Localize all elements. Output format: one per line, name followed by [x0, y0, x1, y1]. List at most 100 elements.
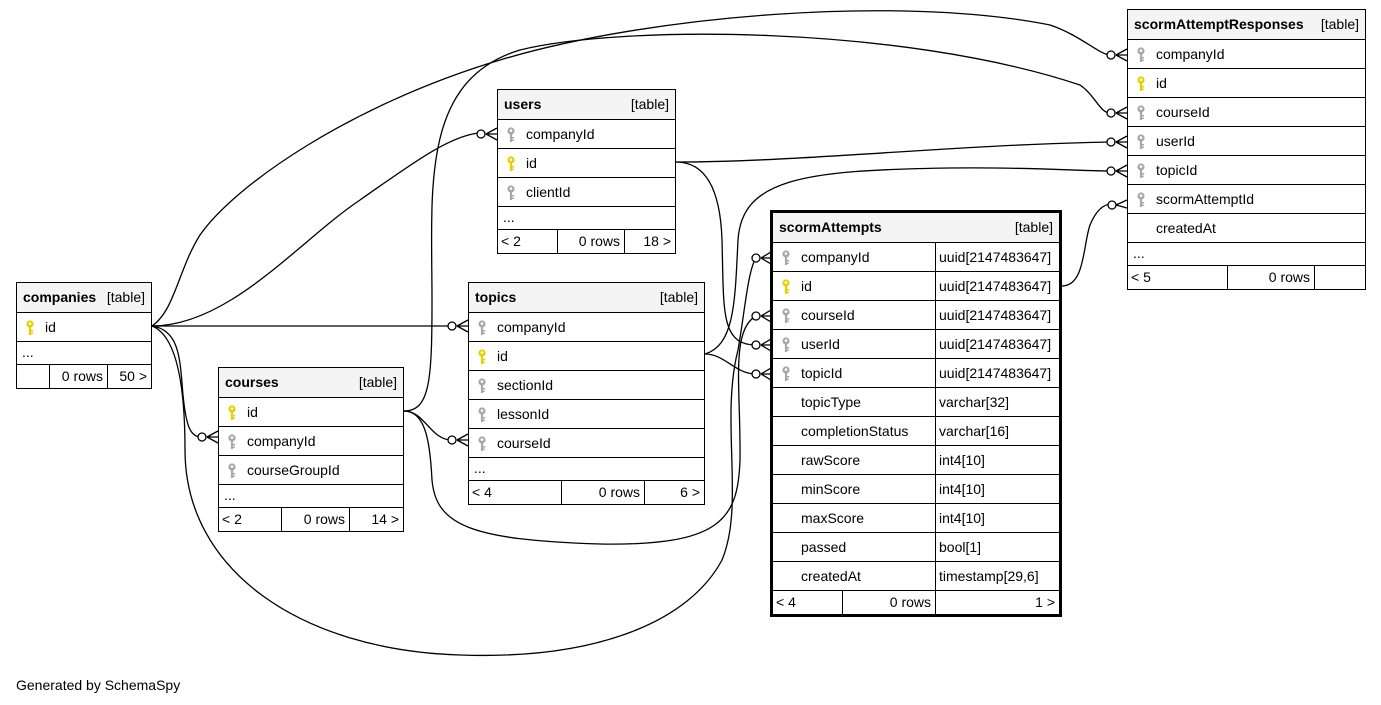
column-type: uuid[2147483647]	[935, 301, 1059, 329]
row-count: 0 rows	[49, 365, 107, 388]
row-count: 0 rows	[1227, 266, 1314, 289]
endpoint-topics-courseid	[447, 435, 457, 445]
table-header: companies [table]	[17, 283, 151, 313]
primary-key-icon	[780, 279, 792, 295]
foreign-key-icon	[1135, 163, 1147, 179]
column-row[interactable]: rawScore int4[10]	[773, 446, 1059, 475]
row-count: 0 rows	[281, 508, 349, 531]
column-type: timestamp[29,6]	[935, 562, 1059, 590]
relation-attempts-responses	[1061, 203, 1113, 287]
children-count[interactable]: 14 >	[349, 508, 403, 531]
parents-count[interactable]: < 4	[776, 594, 796, 610]
children-count[interactable]	[1314, 266, 1365, 289]
children-count[interactable]: 18 >	[624, 230, 675, 253]
column-name: passed	[801, 539, 847, 555]
foreign-key-icon	[226, 463, 238, 479]
parents-count[interactable]: < 4	[472, 484, 492, 500]
row-count: 0 rows	[842, 591, 935, 614]
column-name: id	[801, 278, 812, 294]
column-row[interactable]: companyId	[498, 120, 675, 149]
column-type: varchar[32]	[935, 388, 1059, 416]
column-row[interactable]: userId	[1128, 127, 1365, 156]
column-type: uuid[2147483647]	[935, 272, 1059, 300]
table-footer: < 5 0 rows	[1128, 266, 1365, 289]
column-type: int4[10]	[935, 475, 1059, 503]
parents-count[interactable]	[17, 365, 49, 388]
column-name: companyId	[1156, 46, 1225, 62]
column-row[interactable]: clientId	[498, 178, 675, 207]
primary-key-icon	[476, 349, 488, 365]
children-count[interactable]: 6 >	[644, 481, 704, 504]
table-footer: < 4 0 rows 1 >	[773, 591, 1059, 614]
column-name: rawScore	[801, 452, 861, 468]
relation-courses-responses	[403, 33, 1111, 412]
column-row[interactable]: id	[219, 398, 403, 427]
column-row[interactable]: lessonId	[469, 400, 704, 429]
endpoint-responses-scormattemptid	[1107, 200, 1117, 210]
column-row[interactable]: courseId	[1128, 98, 1365, 127]
column-row[interactable]: courseGroupId	[219, 456, 403, 485]
column-name: companyId	[497, 319, 566, 335]
table-footer: < 2 0 rows 18 >	[498, 230, 675, 253]
column-row[interactable]: id	[498, 149, 675, 178]
column-row[interactable]: createdAt	[1128, 214, 1365, 243]
column-row[interactable]: id uuid[2147483647]	[773, 272, 1059, 301]
column-type: int4[10]	[935, 446, 1059, 474]
column-name: courseId	[497, 435, 551, 451]
column-row[interactable]: sectionId	[469, 371, 704, 400]
column-row[interactable]: companyId	[469, 313, 704, 342]
column-name: companyId	[526, 126, 595, 142]
column-row[interactable]: companyId uuid[2147483647]	[773, 243, 1059, 272]
endpoint-attempts-topicid	[751, 369, 761, 379]
column-row[interactable]: scormAttemptId	[1128, 185, 1365, 214]
primary-key-icon	[24, 320, 36, 336]
parents-count[interactable]: < 2	[222, 511, 242, 527]
foreign-key-icon	[1135, 47, 1147, 63]
foreign-key-icon	[505, 127, 517, 143]
endpoint-users-companyid	[476, 129, 486, 139]
endpoint-responses-topicid	[1106, 166, 1116, 176]
table-type-label: [table]	[659, 289, 698, 305]
endpoint-attempts-courseid	[751, 311, 761, 321]
column-row[interactable]: topicId	[1128, 156, 1365, 185]
column-row[interactable]: id	[469, 342, 704, 371]
column-name: companyId	[801, 249, 870, 265]
column-type: uuid[2147483647]	[935, 243, 1059, 271]
table-footer: < 4 0 rows 6 >	[469, 481, 704, 504]
parents-count[interactable]: < 2	[501, 233, 521, 249]
column-row[interactable]: courseId	[469, 429, 704, 458]
column-name: id	[247, 404, 258, 420]
table-name: topics	[475, 289, 517, 305]
foreign-key-icon	[226, 434, 238, 450]
table-companies[interactable]: companies [table] id ... 0 rows 50 >	[16, 282, 152, 389]
column-row[interactable]: companyId	[1128, 40, 1365, 69]
more-columns: ...	[469, 458, 704, 481]
more-columns: ...	[498, 207, 675, 230]
column-row[interactable]: id	[1128, 69, 1365, 98]
more-columns: ...	[1128, 243, 1365, 266]
column-name: userId	[1156, 133, 1195, 149]
column-row[interactable]: companyId	[219, 427, 403, 456]
children-count[interactable]: 50 >	[107, 365, 151, 388]
relation-users-responses	[675, 141, 1111, 163]
children-count[interactable]: 1 >	[935, 591, 1059, 614]
primary-key-icon	[226, 405, 238, 421]
column-row[interactable]: id	[17, 313, 151, 342]
foreign-key-icon	[780, 337, 792, 353]
parents-count[interactable]: < 5	[1131, 269, 1151, 285]
